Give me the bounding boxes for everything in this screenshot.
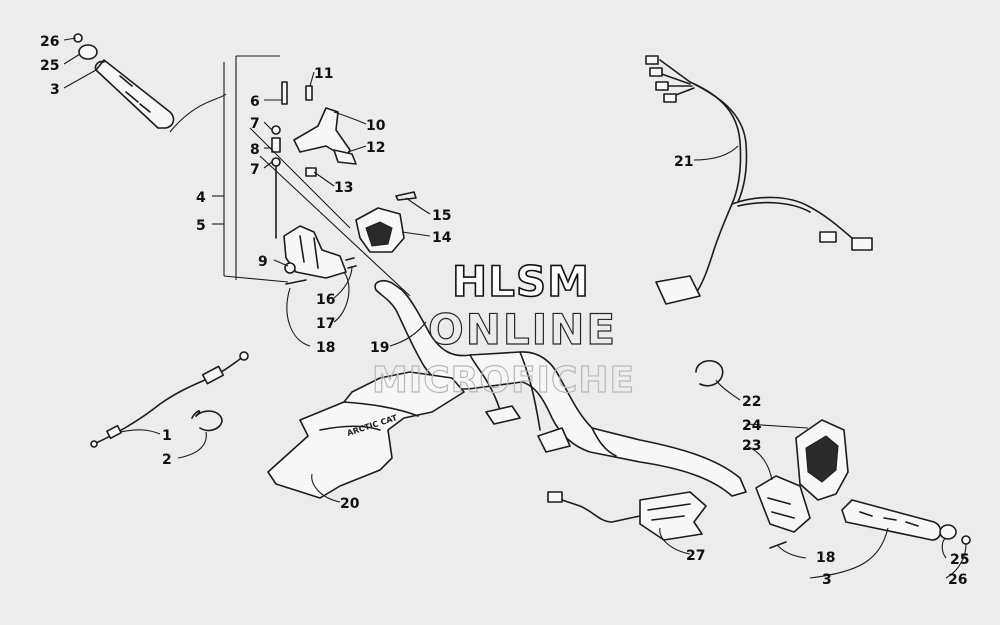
callout-26-right: 26	[948, 572, 967, 588]
cable-clamp	[195, 410, 223, 432]
switch-decal	[395, 191, 417, 201]
callout-16: 16	[316, 292, 335, 308]
hand-warmer-switch	[355, 191, 417, 253]
bushing-upper	[271, 125, 281, 135]
harness-connector-b	[649, 67, 663, 77]
callout-4: 4	[196, 190, 206, 206]
callout-26-left: 26	[40, 34, 59, 50]
harness-connector-d	[663, 93, 677, 103]
callout-1: 1	[162, 428, 172, 444]
callout-15: 15	[432, 208, 451, 224]
right-switch-housing	[695, 360, 849, 549]
callout-11: 11	[314, 66, 333, 82]
callout-12: 12	[366, 140, 385, 156]
bushing-lower	[271, 157, 281, 167]
left-grip	[73, 33, 175, 129]
heater-lead-connector	[547, 491, 563, 503]
right-grip-screw	[961, 535, 971, 545]
harness-connector-a	[645, 55, 659, 65]
harness-connector-e	[819, 231, 837, 243]
heater-lead	[547, 491, 707, 541]
callout-10: 10	[366, 118, 386, 134]
right-grip-end-cap	[939, 524, 957, 540]
right-grip	[841, 499, 971, 545]
callout-5: 5	[196, 218, 206, 234]
callout-24: 24	[742, 418, 762, 434]
assembly-bracket-lines	[169, 55, 411, 297]
callout-21: 21	[674, 154, 693, 170]
left-control-housing	[283, 225, 357, 285]
watermark-line-3: MICROFICHE	[372, 360, 635, 401]
pivot-pin	[281, 81, 288, 105]
watermark-line-2: ONLINE	[428, 305, 617, 354]
callout-numbers: 26 25 3 4 5 6 7 8 7 9 10 11 12 13 14 15 …	[40, 34, 969, 588]
callout-3-right: 3	[822, 572, 832, 588]
pivot-sleeve	[271, 137, 281, 153]
lever-nut	[305, 167, 317, 177]
callout-14: 14	[432, 230, 452, 246]
watermark: HLSM ONLINE MICROFICHE	[371, 256, 635, 401]
right-mount-screw	[769, 541, 787, 549]
housing-screw	[284, 262, 296, 274]
callout-8: 8	[250, 142, 260, 158]
callout-20: 20	[340, 496, 360, 512]
harness-main-plug	[655, 275, 701, 305]
callout-18-right: 18	[816, 550, 835, 566]
left-grip-end-cap	[78, 44, 98, 60]
callout-17: 17	[316, 316, 335, 332]
callout-7-lower: 7	[250, 162, 260, 178]
callout-3-left: 3	[50, 82, 60, 98]
callout-13: 13	[334, 180, 353, 196]
switch-bracket	[755, 475, 811, 533]
callout-18-left: 18	[316, 340, 335, 356]
throttle-lever	[293, 107, 351, 159]
handlebar	[374, 280, 747, 497]
callout-25-left: 25	[40, 58, 59, 74]
callout-22: 22	[742, 394, 761, 410]
callout-6: 6	[250, 94, 260, 110]
harness-connector-c	[655, 81, 669, 91]
watermark-line-1: HLSM	[452, 257, 590, 306]
leader-lines	[63, 37, 967, 579]
throttle-lever-assembly	[271, 81, 357, 239]
callout-23: 23	[742, 438, 761, 454]
callout-19: 19	[370, 340, 389, 356]
callout-27: 27	[686, 548, 705, 564]
lever-connector	[333, 149, 357, 165]
right-clamp-ring	[695, 360, 724, 387]
wiring-harness	[645, 55, 873, 305]
throttle-cable	[90, 351, 249, 448]
spring-pin	[305, 85, 313, 101]
callout-7-upper: 7	[250, 116, 260, 132]
harness-connector-f	[851, 237, 873, 251]
left-mount-screw	[285, 279, 307, 285]
callout-2: 2	[162, 452, 172, 468]
callout-25-right: 25	[950, 552, 969, 568]
callout-9: 9	[258, 254, 268, 270]
